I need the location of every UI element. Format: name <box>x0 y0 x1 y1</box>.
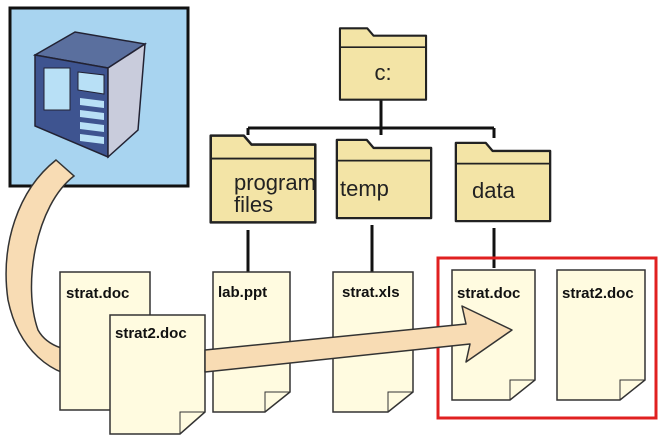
document-icon <box>556 269 646 401</box>
server <box>8 6 190 188</box>
server-tower-icon <box>32 31 148 159</box>
folder-data[interactable]: data <box>454 141 552 223</box>
folder-data-label: data <box>472 178 516 203</box>
file-client-strat-doc-label: strat.doc <box>66 285 129 302</box>
folder-program-files[interactable]: program files <box>209 134 317 224</box>
file-lab-ppt-label: lab.ppt <box>218 284 267 301</box>
folder-root-label: c: <box>374 60 391 85</box>
folder-root[interactable]: c: <box>338 27 428 101</box>
tree-connectors <box>246 100 496 272</box>
file-lab-ppt[interactable]: lab.ppt <box>212 271 291 413</box>
file-data-strat-doc-label: strat.doc <box>457 285 520 302</box>
file-data-strat2-doc-label: strat2.doc <box>562 285 634 302</box>
folder-temp-label: temp <box>340 176 389 201</box>
folder-temp[interactable]: temp <box>335 138 433 220</box>
folder-program-files-label-line1: program <box>234 170 316 195</box>
folder-program-files-label-line2: files <box>234 192 273 217</box>
file-client-strat2-doc[interactable]: strat2.doc <box>109 314 206 435</box>
file-data-strat2-doc[interactable]: strat2.doc <box>556 269 646 401</box>
transfer-arrow <box>204 305 513 373</box>
file-client-strat2-doc-label: strat2.doc <box>115 325 187 342</box>
file-strat-xls-label: strat.xls <box>342 284 400 301</box>
document-icon <box>109 314 206 435</box>
document-icon <box>212 271 291 413</box>
